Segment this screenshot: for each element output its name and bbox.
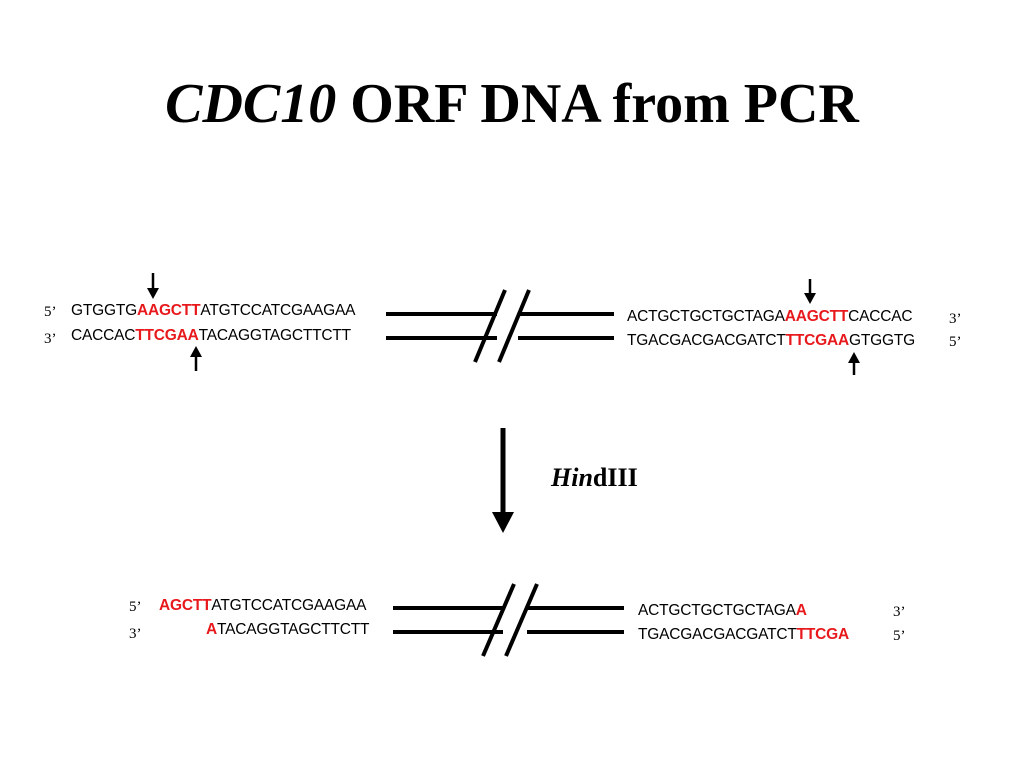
cut-site-arrow-icon: [147, 273, 159, 299]
sequence-bottom-right-upper: ACTGCTGCTGCTAGAA: [638, 602, 807, 620]
enzyme-label: HindIII: [551, 462, 638, 494]
bottom-right-strand-lines: [527, 606, 624, 634]
enzyme-label-rest: dIII: [592, 463, 638, 492]
page-title: CDC10 ORF DNA from PCR: [0, 68, 1024, 140]
top-right-strand-lines: [518, 312, 614, 340]
top-left-strand-lines: [386, 312, 497, 340]
sequence-top-right-upper: ACTGCTGCTGCTAGAAAGCTTCACCAC: [627, 308, 913, 326]
cut-site-arrow-icon: [848, 352, 860, 375]
sequence-segment: CACCAC: [71, 327, 136, 344]
cut-site-arrow-icon: [804, 279, 816, 304]
restriction-site: TTCGAA: [135, 327, 199, 344]
restriction-site: AAGCTT: [136, 302, 201, 319]
sequence-top-left-upper: GTGGTGAAGCTTATGTCCATCGAAGAA: [71, 302, 355, 320]
strand-end-label: 3’: [949, 311, 962, 327]
strand-end-label: 5’: [893, 628, 906, 644]
sequence-bottom-right-lower: TGACGACGACGATCTTTCGA: [638, 626, 849, 644]
top-break-icon: [473, 289, 531, 363]
strand-end-label: 5’: [129, 599, 142, 615]
restriction-site: TTCGAA: [785, 332, 850, 349]
strand-end-label: 3’: [129, 626, 142, 642]
restriction-site-overhang: TTCGA: [796, 626, 850, 643]
strand-end-label: 3’: [893, 604, 906, 620]
sequence-segment: ACTGCTGCTGCTAGA: [627, 308, 785, 325]
restriction-site-overhang: AGCTT: [159, 597, 212, 614]
restriction-site: AAGCTT: [784, 308, 849, 325]
down-arrow-icon: [492, 428, 514, 533]
restriction-site-overhang: A: [206, 621, 217, 638]
sequence-segment: ATGTCCATCGAAGAA: [211, 597, 367, 614]
sequence-bottom-left-upper: AGCTTATGTCCATCGAAGAA: [159, 597, 366, 615]
sequence-bottom-left-lower: ATACAGGTAGCTTCTT: [206, 621, 369, 639]
sequence-segment: ATGTCCATCGAAGAA: [200, 302, 356, 319]
sequence-segment: TACAGGTAGCTTCTT: [198, 327, 351, 344]
bottom-break-icon: [481, 583, 539, 657]
restriction-site-overhang: A: [795, 602, 807, 619]
sequence-segment: ACTGCTGCTGCTAGA: [638, 602, 796, 619]
strand-end-label: 3’: [44, 331, 57, 347]
sequence-segment: TACAGGTAGCTTCTT: [217, 621, 370, 638]
bottom-left-strand-lines: [393, 606, 503, 634]
strand-end-label: 5’: [44, 304, 57, 320]
sequence-segment: GTGGTG: [848, 332, 915, 349]
cut-site-arrow-icon: [190, 346, 202, 371]
enzyme-label-italic: Hin: [551, 463, 593, 492]
sequence-segment: GTGGTG: [71, 302, 137, 319]
sequence-top-right-lower: TGACGACGACGATCTTTCGAAGTGGTG: [627, 332, 915, 350]
sequence-top-left-lower: CACCACTTCGAATACAGGTAGCTTCTT: [71, 327, 351, 345]
sequence-segment: TGACGACGACGATCT: [638, 626, 797, 643]
sequence-segment: CACCAC: [848, 308, 913, 325]
title-text: ORF DNA from PCR: [350, 73, 859, 135]
title-gene-name: CDC10: [165, 73, 337, 135]
sequence-segment: TGACGACGACGATCT: [627, 332, 786, 349]
strand-end-label: 5’: [949, 334, 962, 350]
